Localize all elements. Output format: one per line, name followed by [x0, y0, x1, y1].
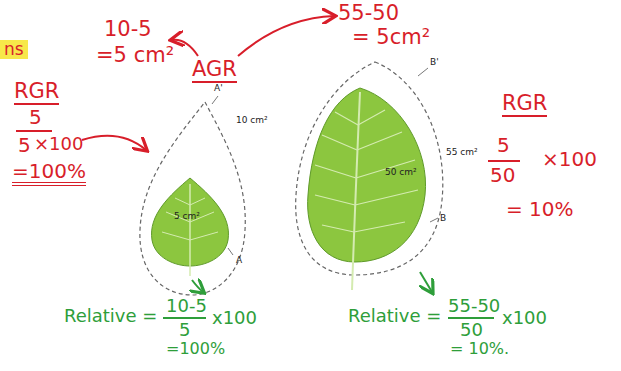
area-label: 50 cm²: [385, 168, 417, 178]
formula-result: =100%: [166, 340, 225, 358]
rgr-result: =100%: [12, 160, 86, 186]
rgr-heading: RGR: [14, 80, 59, 105]
area-label: 5 cm²: [174, 212, 200, 222]
rgr-result: = 10%: [506, 198, 574, 220]
fraction-denominator: 5: [18, 134, 31, 156]
fraction-numerator: 5: [29, 106, 42, 128]
formula-label: Relative =: [64, 306, 157, 326]
agr-working: 10-5: [104, 18, 152, 41]
point-label: B': [430, 58, 439, 68]
agr-result: =5 cm²: [96, 44, 174, 67]
point-label: A: [236, 256, 242, 266]
point-label: A': [214, 84, 223, 94]
fraction-denominator: 50: [460, 320, 483, 340]
fraction-numerator: 55-50: [448, 296, 500, 316]
formula-result: = 10%.: [450, 340, 509, 358]
fraction-numerator: 5: [497, 134, 510, 156]
formula-label: Relative =: [348, 306, 441, 326]
agr-result: = 5cm²: [352, 26, 430, 49]
point-label: B: [440, 214, 446, 224]
multiplier: ×100: [542, 148, 597, 170]
rgr-heading: RGR: [502, 92, 547, 117]
agr-working: 55-50: [338, 2, 399, 25]
agr-heading: AGR: [192, 58, 237, 83]
fraction-numerator: 10-5: [166, 296, 207, 316]
fraction-denominator: 5: [179, 320, 190, 340]
multiplier: x100: [212, 308, 257, 328]
fraction-denominator: 50: [490, 164, 515, 186]
area-label: 55 cm²: [446, 148, 478, 158]
heading-fragment: ns: [0, 40, 28, 59]
multiplier: ×100: [34, 134, 83, 154]
multiplier: x100: [502, 308, 547, 328]
area-label: 10 cm²: [236, 116, 268, 126]
